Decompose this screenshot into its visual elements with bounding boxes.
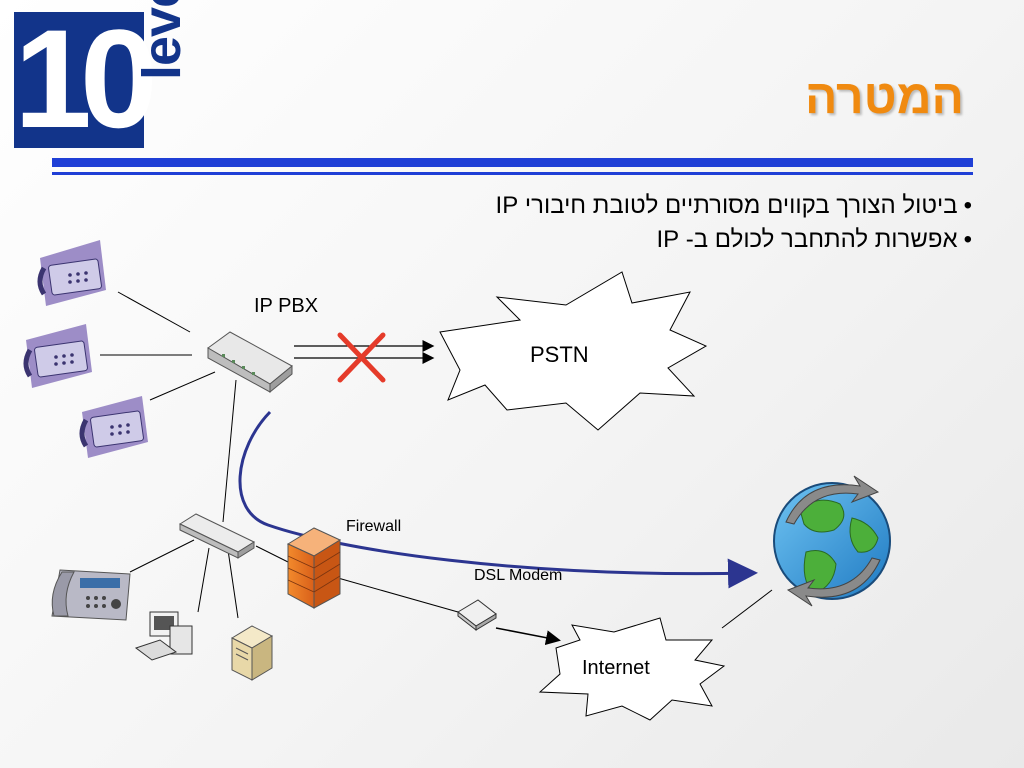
switch-icon <box>178 513 256 559</box>
internet-cloud <box>538 617 726 721</box>
phone-icon <box>79 396 148 458</box>
phone-icon <box>23 324 92 388</box>
bullet-item: •אפשרות להתחבר לכולם ב- IP <box>656 226 972 253</box>
internet-label: Internet <box>582 657 650 679</box>
logo-number: 10 <box>14 0 158 157</box>
phone-icon <box>37 240 106 306</box>
pstn-label: PSTN <box>530 342 589 367</box>
pbx-device-icon <box>207 331 293 394</box>
ip-pbx-label: IP PBX <box>254 295 319 317</box>
dsl-modem-label: DSL Modem <box>474 567 563 584</box>
phone-icon <box>51 569 131 621</box>
logo-box: 10 <box>14 4 158 154</box>
connection-lines <box>100 291 773 629</box>
pc-icon <box>134 611 193 661</box>
blocked-x-icon <box>337 332 386 383</box>
modem-internet-arrow <box>495 627 561 646</box>
logo: 10 levels <box>14 0 194 154</box>
server-icon <box>230 625 274 681</box>
firewall-icon <box>286 527 342 609</box>
pstn-cloud <box>439 271 708 431</box>
header-rule-thin <box>52 172 973 175</box>
bullet-item: •ביטול הצורך בקווים מסורתיים לטובת חיבור… <box>495 192 972 219</box>
header-rule-thick <box>52 158 973 167</box>
dsl-modem-icon <box>457 599 497 632</box>
firewall-label: Firewall <box>346 518 402 535</box>
globe-icon <box>773 475 891 607</box>
slide-title: המטרה <box>805 71 964 124</box>
bullet-list: •ביטול הצורך בקווים מסורתיים לטובת חיבור… <box>496 192 972 260</box>
